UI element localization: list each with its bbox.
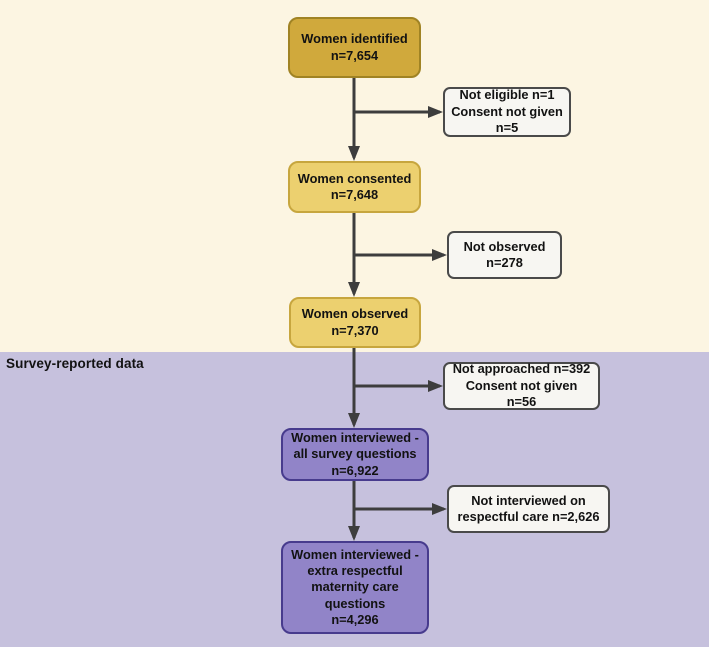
node-women-observed: Women observed n=7,370 [289, 297, 421, 348]
node-women-identified: Women identified n=7,654 [288, 17, 421, 78]
node-not-interviewed-respectful-care: Not interviewed on respectful care n=2,6… [447, 485, 610, 533]
node-not-eligible: Not eligible n=1 Consent not given n=5 [443, 87, 571, 137]
node-not-approached: Not approached n=392 Consent not given n… [443, 361, 600, 410]
node-women-interviewed-all: Women interviewed - all survey questions… [281, 428, 429, 481]
node-women-consented: Women consented n=7,648 [288, 161, 421, 213]
node-not-observed: Not observed n=278 [447, 231, 562, 279]
node-women-interviewed-extra-rmc: Women interviewed - extra respectful mat… [281, 541, 429, 634]
survey-section-label: Survey-reported data [6, 356, 144, 371]
